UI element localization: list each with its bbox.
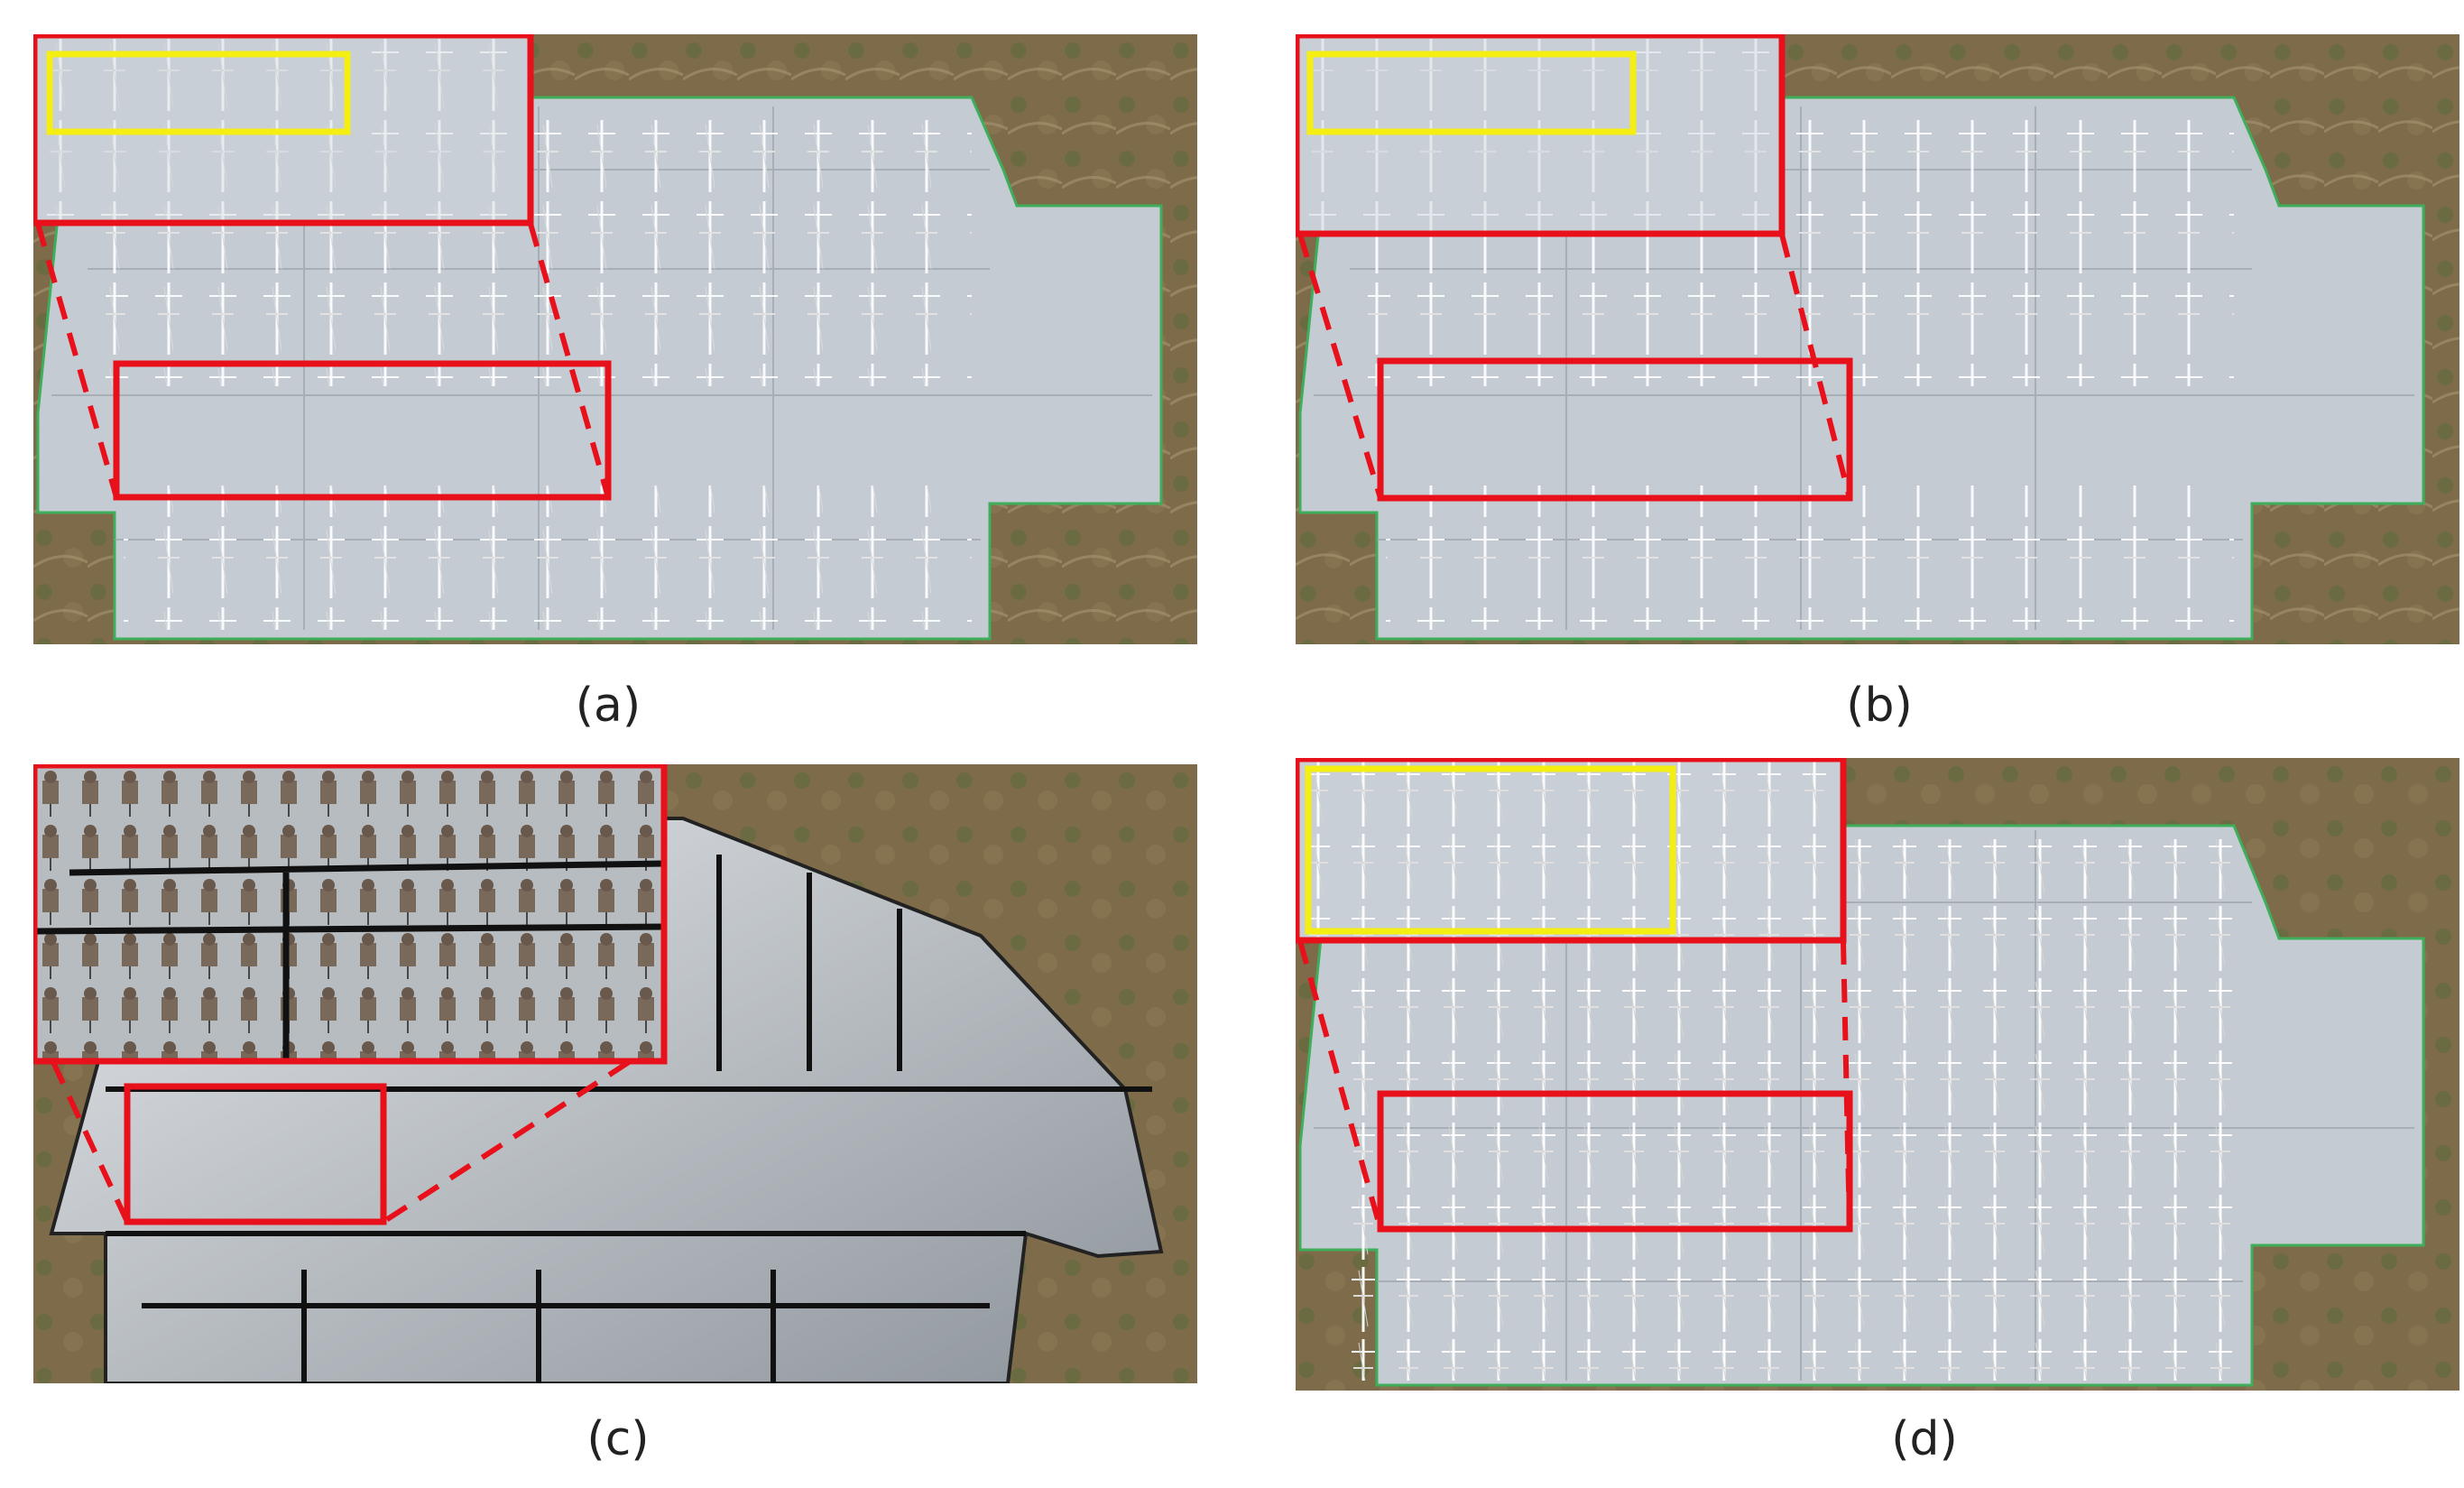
source-region-box (113, 360, 612, 501)
zoom-connector-right (528, 223, 611, 498)
panel-a-image (33, 34, 1197, 644)
inner-highlight-box (46, 51, 351, 135)
zoom-inset-box (1296, 34, 1786, 237)
source-region-box (1377, 357, 1853, 502)
panel-c-image (33, 764, 1197, 1383)
caption-b: (b) (1846, 679, 1913, 733)
zoom-connector-right (382, 1059, 631, 1225)
zoom-connector-left (51, 1060, 130, 1224)
panel-d-image (1296, 758, 2459, 1391)
substation-render-d (1296, 758, 2459, 1391)
source-region-box (124, 1083, 387, 1225)
zoom-connector-right (1841, 940, 1852, 1230)
inner-highlight-box (1306, 51, 1637, 135)
inner-highlight-box (1305, 765, 1676, 935)
substation-render-b (1296, 34, 2459, 644)
zoom-inset-box (33, 34, 534, 226)
caption-c: (c) (586, 1412, 650, 1466)
source-region-box (1377, 1090, 1853, 1233)
zoom-connector-left (35, 223, 119, 498)
substation-render-c (33, 764, 1197, 1383)
zoom-inset-box (1296, 758, 1847, 944)
caption-a: (a) (575, 679, 641, 733)
zoom-inset-box (33, 764, 668, 1065)
zoom-connector-left (1297, 940, 1383, 1230)
substation-render-a (33, 34, 1197, 644)
panel-b-image (1296, 34, 2459, 644)
zoom-connector-right (1779, 234, 1852, 499)
zoom-connector-left (1297, 234, 1383, 499)
caption-d: (d) (1891, 1412, 1958, 1466)
